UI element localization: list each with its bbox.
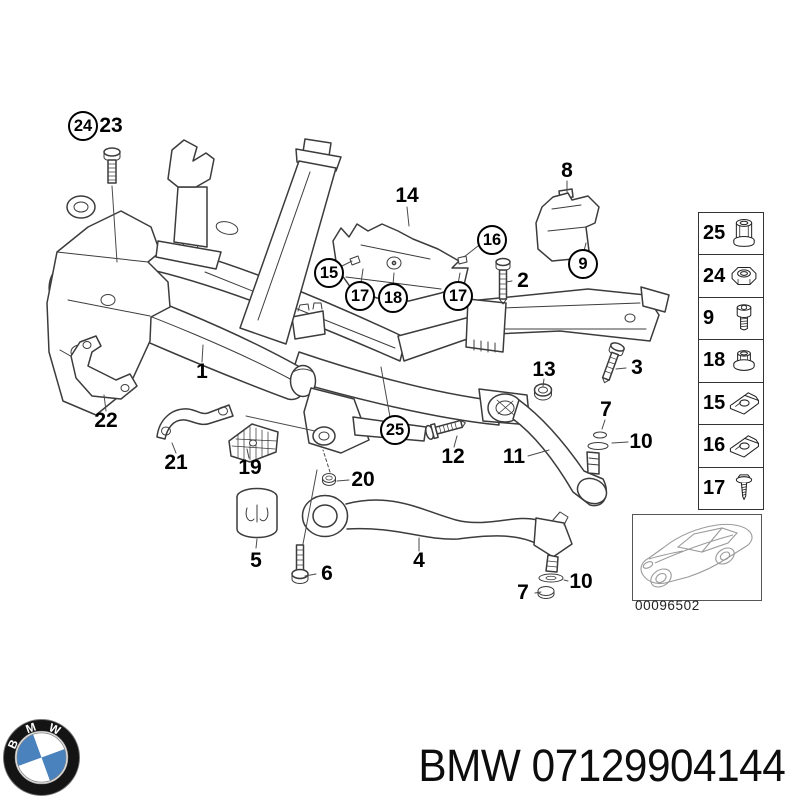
legend-row-9: 9 [699, 298, 763, 341]
callout-24: 24 [68, 111, 98, 141]
callout-5: 5 [250, 549, 262, 572]
callout-20: 20 [351, 468, 375, 491]
flange-nut-icon [727, 343, 761, 379]
fasteners [70, 147, 625, 584]
hex-nut-icon [727, 258, 761, 294]
tension-strut-4 [301, 494, 573, 599]
legend-number: 17 [703, 476, 726, 499]
diagram-code: 00096502 [635, 598, 700, 613]
callout-3: 3 [631, 356, 643, 379]
callout-10: 10 [629, 430, 653, 453]
leader-lines [103, 180, 629, 594]
callout-2: 2 [517, 269, 529, 292]
control-arm-11 [487, 393, 609, 507]
callout-9: 9 [568, 249, 598, 279]
bracket-8 [535, 188, 600, 262]
legend-row-17: 17 [699, 468, 763, 509]
legend-row-25: 25 [699, 213, 763, 256]
diagonal-brace [239, 138, 342, 345]
callout-17: 17 [443, 281, 473, 311]
callout-7: 7 [517, 581, 529, 604]
callout-15: 15 [314, 258, 344, 288]
callout-23: 23 [99, 114, 123, 137]
legend-number: 18 [703, 349, 726, 372]
bmw-logo: B M W [2, 718, 81, 797]
rivet-nut-icon [727, 216, 761, 252]
right-rail [465, 286, 670, 353]
legend-number: 16 [703, 434, 726, 457]
legend-number: 15 [703, 391, 726, 414]
legend-number: 24 [703, 264, 726, 287]
callout-11: 11 [502, 445, 526, 468]
clip-nut-icon [727, 385, 761, 421]
vehicle-thumbnail-box [632, 514, 762, 601]
callout-21: 21 [164, 451, 188, 474]
callout-10: 10 [569, 570, 593, 593]
car-outline-icon [640, 523, 753, 588]
callout-8: 8 [561, 159, 573, 182]
clip-nut-icon [727, 428, 761, 464]
legend-number: 9 [703, 307, 715, 330]
tower-bracket [155, 139, 222, 270]
callout-14: 14 [395, 184, 419, 207]
callout-6: 6 [321, 562, 333, 585]
legend-row-18: 18 [699, 340, 763, 383]
callout-17: 17 [345, 281, 375, 311]
callout-16: 16 [477, 225, 507, 255]
callout-1: 1 [196, 360, 208, 383]
fastener-legend: 25 24 9 18 15 16 17 [698, 212, 764, 510]
legend-row-24: 24 [699, 255, 763, 298]
callout-13: 13 [532, 358, 556, 381]
legend-row-15: 15 [699, 383, 763, 426]
part-number: BMW 07129904144 [418, 740, 785, 791]
callout-4: 4 [413, 549, 425, 572]
logo-letter: M [24, 720, 38, 737]
callout-7: 7 [600, 398, 612, 421]
callout-12: 12 [441, 445, 465, 468]
callout-18: 18 [378, 283, 408, 313]
callout-19: 19 [238, 456, 262, 479]
callout-22: 22 [94, 409, 118, 432]
callout-25: 25 [380, 415, 410, 445]
legend-row-16: 16 [699, 425, 763, 468]
legend-number: 25 [703, 222, 726, 245]
self-tapping-screw-icon [727, 470, 761, 506]
socket-head-bolt-icon [727, 301, 761, 337]
